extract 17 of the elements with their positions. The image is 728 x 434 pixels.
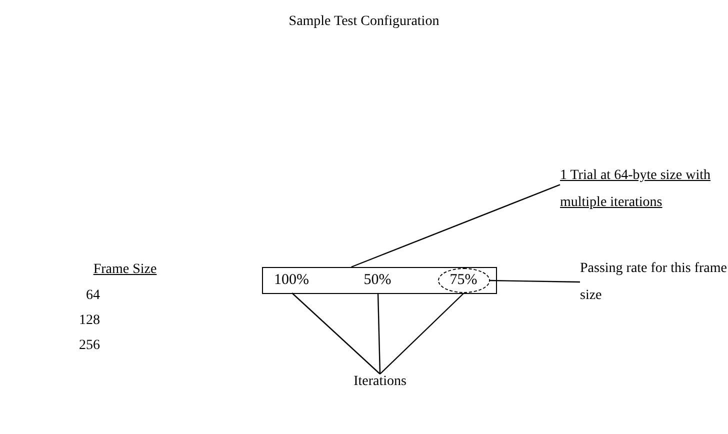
circled-percentage: 75% [438,268,490,292]
frame-size-value: 64 [85,288,100,304]
diagram-title: Sample Test Configuration [288,14,440,30]
iterations-label: Iterations [330,374,430,396]
column-heading: Frame Size [92,262,158,278]
connector-line [380,292,464,374]
frame-size-value: 128 [78,313,100,329]
trial-note: 1 Trial at 64-byte size with multiple iterations [560,162,728,216]
leader-line [490,280,580,283]
passing-rate-note: Passing rate for this frame size [580,255,728,309]
percentage-value: 50% [352,268,404,292]
result-box [262,267,497,294]
percentage-value: 100% [266,268,318,292]
connector-line [377,292,381,374]
leader-line [351,184,560,268]
frame-size-value: 256 [78,338,100,354]
connector-line [292,292,380,374]
